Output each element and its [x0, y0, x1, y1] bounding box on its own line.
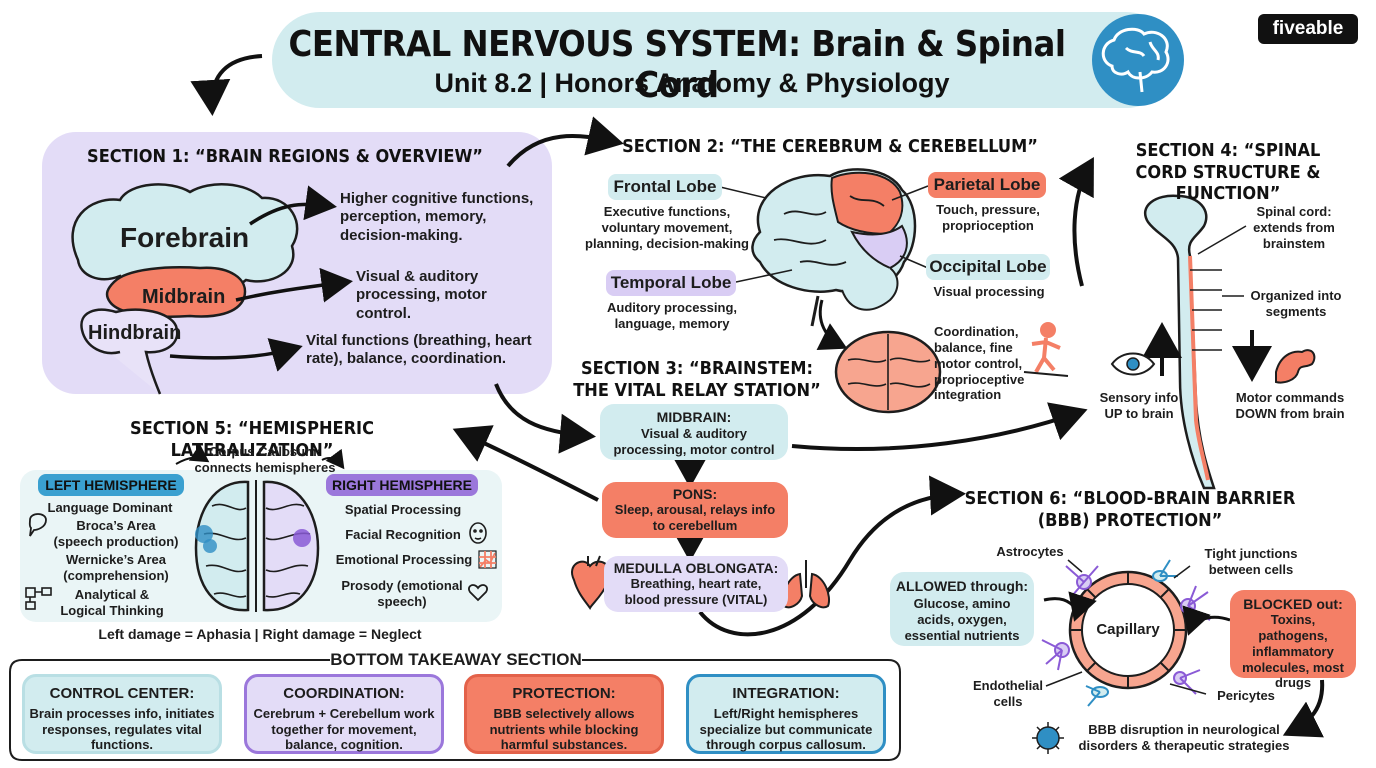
- right-hemisphere-illustration: [262, 480, 320, 612]
- left-hemisphere-title: LEFT HEMISPHERE: [38, 474, 184, 496]
- midbrain-description: Visual & auditory processing, motor cont…: [356, 268, 487, 322]
- card-coordination: COORDINATION: Cerebrum + Cerebellum work…: [244, 674, 444, 754]
- forebrain-label: Forebrain: [120, 222, 250, 253]
- bbb-disruption-note: BBB disruption in neurological disorders…: [1078, 722, 1290, 753]
- hindbrain-label: Hindbrain: [88, 322, 182, 344]
- heart-icon: [468, 584, 488, 602]
- section1-title: SECTION 1: “BRAIN REGIONS & OVERVIEW”: [87, 146, 483, 167]
- card-protection-title: PROTECTION:: [512, 685, 616, 702]
- right-item-spatial: Spatial Processing: [344, 502, 462, 517]
- cerebellum-description: Coordination, balance, fine motor contro…: [934, 324, 1025, 403]
- endothelial-label: Endothelial cells: [972, 678, 1044, 709]
- medulla-description: Breathing, heart rate, blood pressure (V…: [624, 576, 768, 607]
- blocked-title: BLOCKED out:: [1243, 596, 1343, 612]
- parietal-lobe-description: Touch, pressure, proprioception: [936, 202, 1040, 233]
- card-protection: PROTECTION: BBB selectively allows nutri…: [464, 674, 664, 754]
- card-control-center-text: Brain processes info, initiates response…: [29, 706, 215, 753]
- medulla-label: MEDULLA OBLONGATA:: [613, 560, 779, 576]
- capillary-illustration: [1068, 570, 1188, 690]
- brainstem-midbrain-label: MIDBRAIN:: [656, 409, 732, 425]
- section5-title: SECTION 5: “HEMISPHERIC LATERALIZATION”: [130, 418, 374, 461]
- speech-bubble-icon: [28, 513, 47, 537]
- pons-box: [602, 482, 788, 538]
- capillary-label: Capillary: [1096, 621, 1160, 638]
- midbrain-label: Midbrain: [142, 286, 226, 308]
- frontal-lobe-label: Frontal Lobe: [608, 174, 722, 200]
- astrocytes-label: Astrocytes: [996, 544, 1064, 559]
- section3-title: SECTION 3: “BRAINSTEM: THE VITAL RELAY S…: [573, 358, 821, 401]
- card-control-center: CONTROL CENTER: Brain processes info, in…: [22, 674, 222, 754]
- pericytes-label: Pericytes: [1217, 688, 1275, 703]
- hindbrain-description: Vital functions (breathing, heart rate),…: [306, 332, 532, 368]
- blocked-description: Toxins, pathogens, inflammatory molecule…: [1242, 612, 1344, 691]
- right-item-emotional: Emotional Processing: [335, 552, 473, 567]
- card-integration-title: INTEGRATION:: [732, 685, 840, 702]
- cerebellum-illustration: [834, 330, 942, 414]
- endothelial-cells: [1085, 559, 1178, 707]
- brainstem-midbrain-description: Visual & auditory processing, motor cont…: [613, 426, 775, 457]
- card-protection-text: BBB selectively allows nutrients while b…: [489, 706, 639, 753]
- balance-person-icon: [1023, 322, 1069, 377]
- segments-description: Organized into segments: [1250, 288, 1342, 319]
- tight-junctions-label: Tight junctions between cells: [1204, 546, 1298, 577]
- allowed-box: [890, 572, 1034, 646]
- right-hemisphere-title: RIGHT HEMISPHERE: [326, 474, 478, 496]
- page-subtitle: Unit 8.2 | Honors Anatomy & Physiology: [434, 68, 950, 98]
- takeaway-title: BOTTOM TAKEAWAY SECTION: [330, 650, 582, 670]
- sensory-description: Sensory info UP to brain: [1099, 390, 1179, 421]
- fiveable-logo[interactable]: fiveable: [1258, 14, 1358, 44]
- occipital-lobe-description: Visual processing: [933, 284, 1045, 299]
- right-item-facial: Facial Recognition: [345, 527, 461, 542]
- lungs-icon: [782, 560, 830, 609]
- section5-panel: [20, 470, 502, 622]
- face-icon: [469, 522, 487, 544]
- left-item-analytical: Analytical & Logical Thinking: [60, 587, 164, 618]
- parietal-lobe-label: Parietal Lobe: [928, 172, 1046, 198]
- left-item-wernicke: Wernicke’s Area (comprehension): [63, 552, 169, 583]
- motor-description: Motor commands DOWN from brain: [1235, 390, 1345, 421]
- allowed-description: Glucose, amino acids, oxygen, essential …: [904, 596, 1020, 643]
- virus-icon: [1032, 722, 1064, 754]
- allowed-title: ALLOWED through:: [895, 578, 1029, 594]
- card-integration: INTEGRATION: Left/Right hemispheres spec…: [686, 674, 886, 754]
- frontal-lobe-description: Executive functions, voluntary movement,…: [585, 204, 749, 251]
- section4-title: SECTION 4: “SPINAL CORD STRUCTURE & FUNC…: [1135, 140, 1321, 205]
- chart-grid-icon: [478, 550, 497, 569]
- damage-note: Left damage = Aphasia | Right damage = N…: [98, 626, 422, 642]
- header-banner: [272, 12, 1174, 108]
- pons-description: Sleep, arousal, relays info to cerebellu…: [614, 502, 776, 533]
- blocked-box: [1230, 590, 1356, 678]
- occipital-lobe-label: Occipital Lobe: [926, 254, 1050, 280]
- hindbrain-shape: [80, 308, 179, 395]
- temporal-lobe-description: Auditory processing, language, memory: [606, 300, 738, 331]
- brain-icon: [1101, 27, 1170, 93]
- muscle-arm-icon: [1275, 349, 1316, 384]
- card-integration-text: Left/Right hemispheres specialize but co…: [699, 706, 873, 753]
- left-hemisphere-illustration: [194, 480, 250, 612]
- cerebrum-illustration: [751, 168, 917, 327]
- left-item-broca: Broca’s Area (speech production): [53, 518, 179, 549]
- eye-icon: [1110, 352, 1156, 376]
- pons-label: PONS:: [672, 486, 718, 502]
- takeaway-frame: [9, 659, 901, 761]
- temporal-lobe-label: Temporal Lobe: [606, 270, 736, 296]
- flowchart-icon: [25, 587, 52, 610]
- spinal-cord-description: Spinal cord: extends from brainstem: [1253, 204, 1335, 251]
- card-coordination-text: Cerebrum + Cerebellum work together for …: [253, 706, 435, 753]
- medulla-box: [604, 556, 788, 612]
- card-control-center-title: CONTROL CENTER:: [49, 685, 195, 702]
- section6-title: SECTION 6: “BLOOD-BRAIN BARRIER (BBB) PR…: [964, 488, 1296, 531]
- corpus-callosum-label: Corpus Callosum: connects hemispheres: [194, 444, 336, 475]
- page-title: CENTRAL NERVOUS SYSTEM: Brain & Spinal C…: [288, 24, 1066, 106]
- section2-title: SECTION 2: “THE CEREBRUM & CEREBELLUM”: [622, 136, 1038, 157]
- forebrain-description: Higher cognitive functions, perception, …: [340, 190, 534, 244]
- card-coordination-title: COORDINATION:: [283, 685, 405, 702]
- midbrain-box: [600, 404, 788, 460]
- right-item-prosody: Prosody (emotional speech): [341, 578, 463, 609]
- midbrain-shape: [105, 266, 247, 318]
- left-item-language: Language Dominant: [47, 500, 173, 515]
